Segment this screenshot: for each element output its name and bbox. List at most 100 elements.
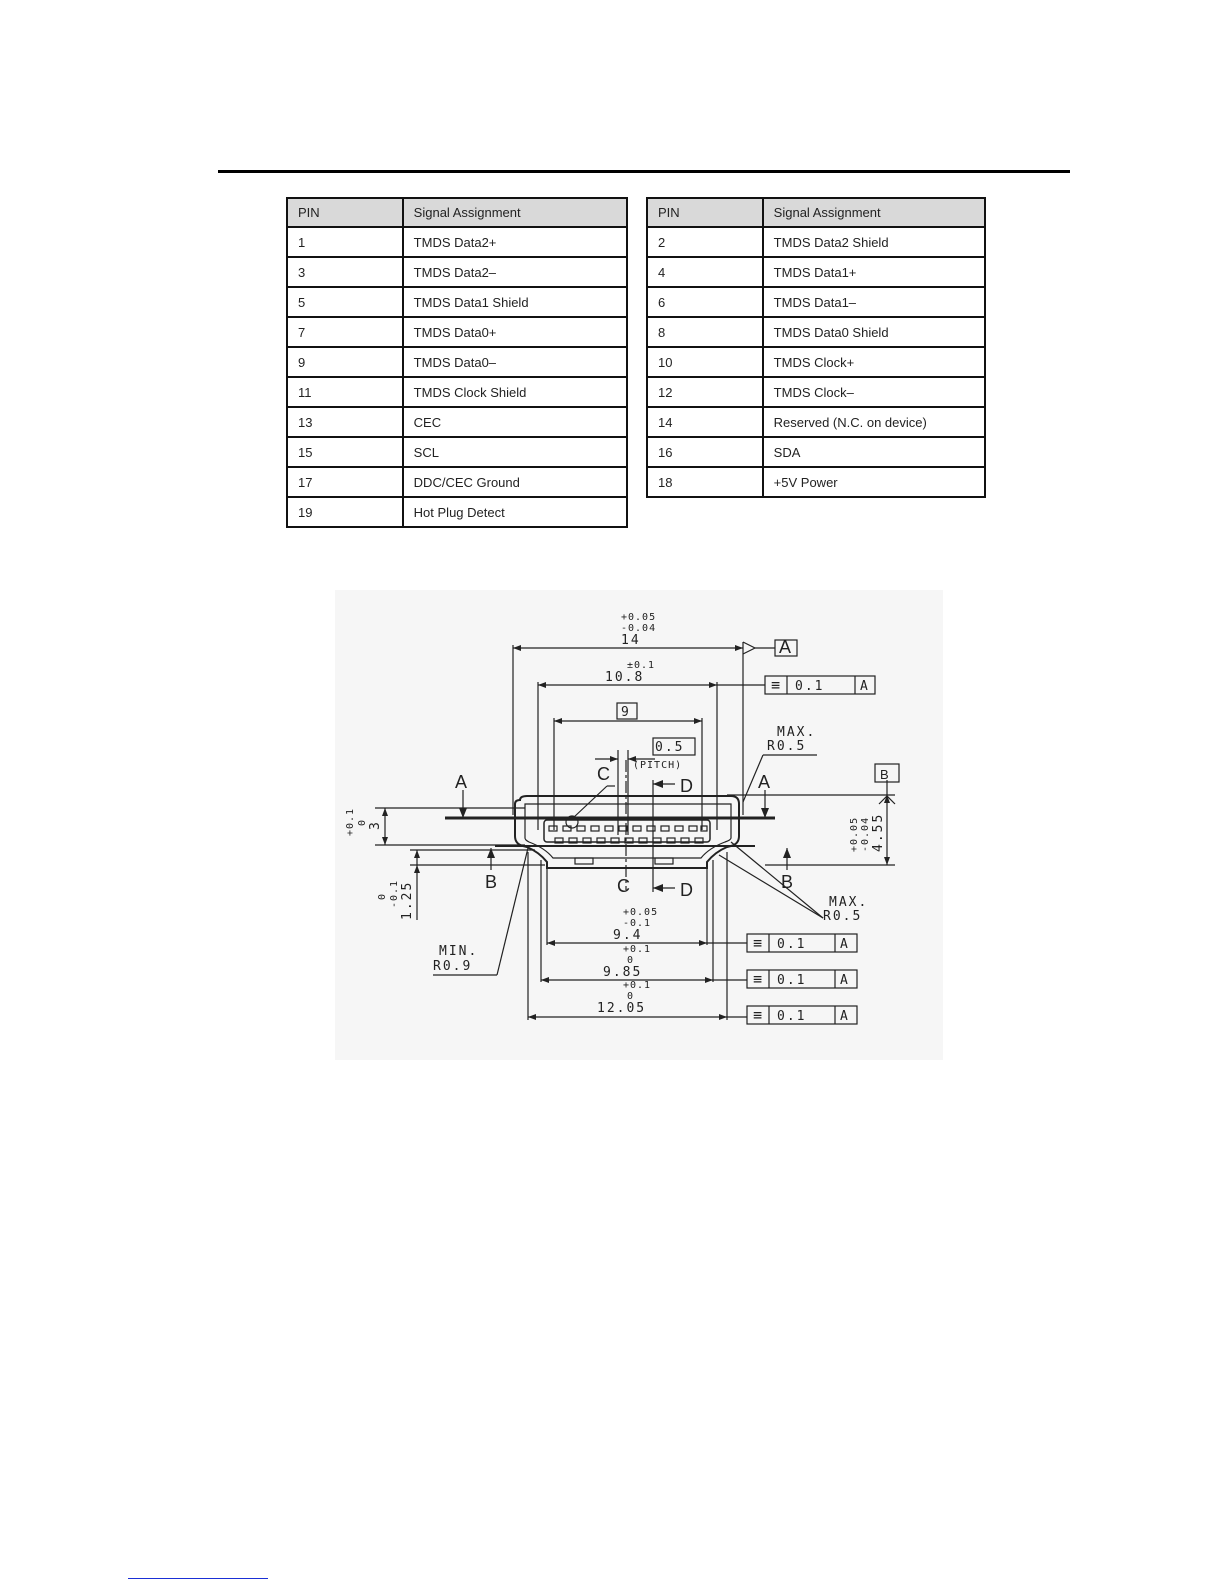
symmetry-icon: ≡ <box>753 970 763 988</box>
header-signal: Signal Assignment <box>401 197 629 228</box>
header-signal: Signal Assignment <box>761 197 987 228</box>
datum-a-symbol <box>742 639 798 657</box>
dim-3-value: 3 <box>368 820 383 830</box>
connector-dimension-drawing: A B ≡ 0.1 A ≡ 0.1 A ≡ 0.1 A ≡ 0.1 A +0.0… <box>345 612 900 1025</box>
connector-pins <box>548 815 708 865</box>
dim-9-4-tol-plus: +0.05 <box>623 907 658 918</box>
max-r-top-line1: MAX. <box>777 725 816 740</box>
pin-cell: 16 <box>646 436 764 468</box>
pin-cell: 14 <box>646 406 764 438</box>
top-rule <box>218 170 1070 173</box>
symmetry-icon: ≡ <box>753 1006 763 1024</box>
signal-cell: DDC/CEC Ground <box>401 466 629 498</box>
min-r-line2: R0.9 <box>433 959 472 974</box>
pin-cell: 13 <box>286 406 404 438</box>
max-r-right-line1: MAX. <box>829 895 868 910</box>
pin-cell: 11 <box>286 376 404 408</box>
section-d-bottom: D <box>680 880 693 900</box>
symmetry-icon: ≡ <box>771 676 781 694</box>
dim-1-25-tol-plus: 0 <box>377 893 388 900</box>
signal-cell: SCL <box>401 436 629 468</box>
signal-cell: TMDS Data0+ <box>401 316 629 348</box>
datum-b-symbol <box>874 763 900 805</box>
signal-cell: TMDS Data2+ <box>401 226 629 258</box>
tol-value-4: 0.1 <box>777 1009 806 1024</box>
signal-cell: Reserved (N.C. on device) <box>761 406 987 438</box>
dim-4-55-value: 4.55 <box>871 813 886 852</box>
section-c-mark: C <box>617 876 630 896</box>
dim-9-4-value: 9.4 <box>613 928 642 943</box>
dim-4-55-tol-plus: +0.05 <box>849 817 860 852</box>
dim-9-value: 9 <box>621 705 631 720</box>
dim-9-85-tol-plus: +0.1 <box>623 944 651 955</box>
dim-14-tol-minus: -0.04 <box>621 623 656 634</box>
section-a-left: A <box>455 772 467 792</box>
pitch-label: (PITCH) <box>633 760 682 771</box>
datum-a-label: A <box>779 637 791 657</box>
datum-b-label: B <box>880 767 889 782</box>
signal-cell: TMDS Data1 Shield <box>401 286 629 318</box>
signal-cell: TMDS Clock– <box>761 376 987 408</box>
header-pin: PIN <box>286 197 404 228</box>
pin-cell: 18 <box>646 466 764 498</box>
min-r-line1: MIN. <box>439 944 478 959</box>
pin-cell: 3 <box>286 256 404 288</box>
signal-cell: TMDS Clock Shield <box>401 376 629 408</box>
table-header-row: PIN Signal Assignment <box>646 197 987 228</box>
signal-cell: SDA <box>761 436 987 468</box>
max-r-right-line2: R0.5 <box>823 909 862 924</box>
dim-9-85-value: 9.85 <box>603 965 642 980</box>
pin-cell: 19 <box>286 496 404 528</box>
section-b-right: B <box>781 872 793 892</box>
pitch-frame <box>652 737 696 756</box>
dim-9-4-tol-minus: -0.1 <box>623 918 651 929</box>
pin-cell: 4 <box>646 256 764 288</box>
signal-cell: CEC <box>401 406 629 438</box>
pin-cell: 7 <box>286 316 404 348</box>
dim-3-tol-minus: 0 <box>357 819 368 826</box>
pin-cell: 6 <box>646 286 764 318</box>
tol-value-3: 0.1 <box>777 973 806 988</box>
dim-1-25-tol-minus: -0.1 <box>389 880 400 908</box>
dim-12-05-tol-minus: 0 <box>627 991 634 1002</box>
header-pin: PIN <box>646 197 764 228</box>
section-c-label: C <box>597 764 610 784</box>
pin-cell: 2 <box>646 226 764 258</box>
pin-cell: 8 <box>646 316 764 348</box>
footer-rule <box>128 1578 268 1579</box>
section-d-top: D <box>680 776 693 796</box>
pin-cell: 15 <box>286 436 404 468</box>
dim-1-25-value: 1.25 <box>400 881 415 920</box>
pitch-value: 0.5 <box>655 740 684 755</box>
dim-12-05-tol-plus: +0.1 <box>623 980 651 991</box>
pin-cell: 17 <box>286 466 404 498</box>
pin-cell: 12 <box>646 376 764 408</box>
dim-9-85-tol-minus: 0 <box>627 955 634 966</box>
pin-cell: 5 <box>286 286 404 318</box>
dim-12-05-value: 12.05 <box>597 1001 646 1016</box>
table-header-row: PIN Signal Assignment <box>286 197 629 228</box>
tol-ref-4: A <box>840 1009 850 1024</box>
dim-4-55-tol-minus: -0.04 <box>860 817 871 852</box>
tol-value-1: 0.1 <box>795 679 824 694</box>
signal-cell: TMDS Data1– <box>761 286 987 318</box>
signal-cell: TMDS Data2– <box>401 256 629 288</box>
tol-value-2: 0.1 <box>777 937 806 952</box>
